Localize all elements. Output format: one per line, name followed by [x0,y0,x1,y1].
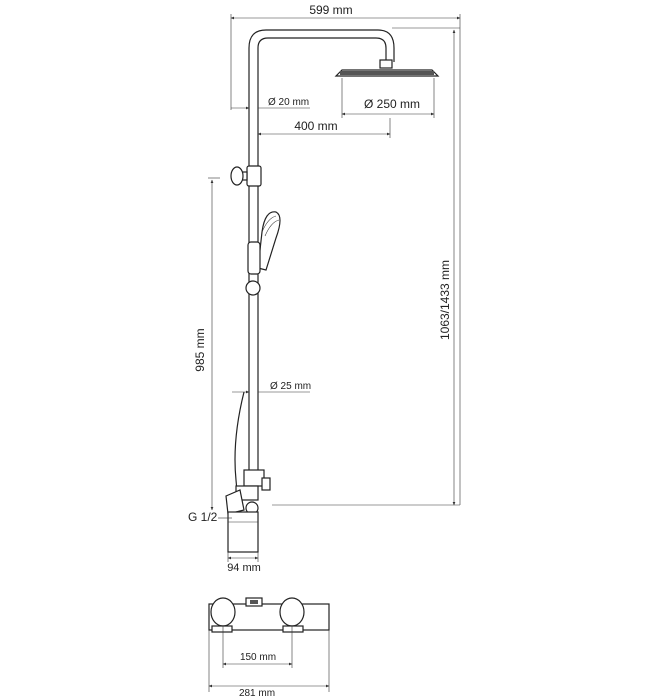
center-distance-label: 150 mm [240,652,276,663]
mount-height-label: 985 mm [193,328,207,371]
total-height-label: 1063/1433 mm [438,260,452,340]
hand-shower [247,211,281,275]
dimension-lines [208,14,461,692]
thread-label: G 1/2 [188,510,218,524]
mixer-depth-label: 94 mm [227,562,261,574]
total-width-label: 599 mm [309,3,352,17]
shower-column [225,29,440,553]
rail-diameter-label: Ø 25 mm [270,381,311,392]
slider-knob [245,280,261,296]
thermostat-mixer-front [208,597,330,633]
arm-length-label: 400 mm [294,119,337,133]
mixer-width-label: 281 mm [239,688,275,699]
rain-shower-head [334,59,440,77]
wall-bracket-upper [230,165,262,187]
thermostat-mixer-side [225,469,271,553]
head-diameter-label: Ø 250 mm [364,97,420,111]
arm-diameter-label: Ø 20 mm [268,97,309,108]
